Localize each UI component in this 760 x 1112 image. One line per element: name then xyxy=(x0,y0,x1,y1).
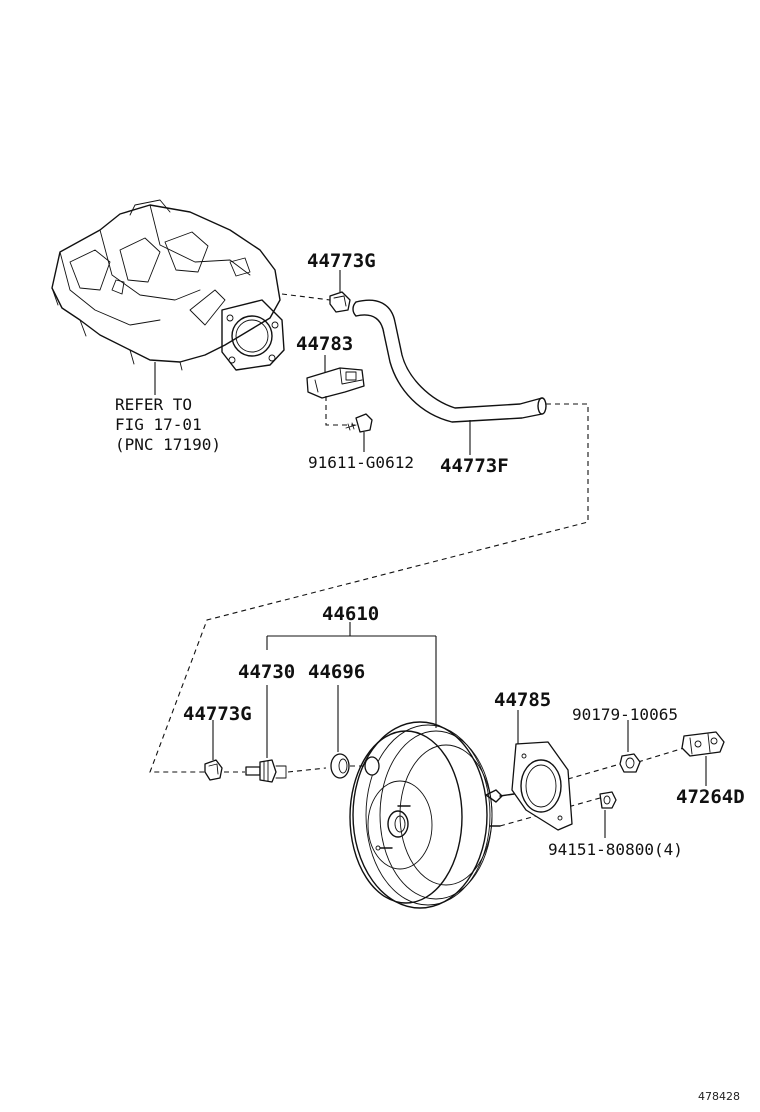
label-44730[interactable]: 44730 xyxy=(238,661,296,683)
intake-manifold-drawing xyxy=(51,199,285,371)
illustration-id: 478428 xyxy=(698,1090,740,1103)
label-44773f[interactable]: 44773F xyxy=(440,455,509,477)
refer-line2: FIG 17-01 xyxy=(115,415,202,434)
check-valve-44730-drawing xyxy=(245,759,287,783)
label-44783[interactable]: 44783 xyxy=(296,333,354,355)
connection-dash-line xyxy=(149,403,589,773)
check-valve-dash-right xyxy=(287,767,327,773)
clip-44773g-bottom-drawing xyxy=(204,759,223,781)
nut-90179-drawing xyxy=(619,753,641,773)
label-44696[interactable]: 44696 xyxy=(308,661,366,683)
label-91611[interactable]: 91611-G0612 xyxy=(308,453,414,472)
sensor-dash-line xyxy=(325,396,355,426)
clip-44773g-top-drawing xyxy=(329,291,351,313)
label-44773g-bottom[interactable]: 44773G xyxy=(183,703,252,725)
grommet-44696-drawing xyxy=(330,753,350,779)
refer-line1: REFER TO xyxy=(115,395,193,414)
label-44773g-top[interactable]: 44773G xyxy=(307,250,376,272)
bracket-dash-line xyxy=(637,747,685,763)
gasket-44785-drawing xyxy=(511,741,573,831)
hose-44773f-drawing xyxy=(352,299,547,423)
bracket-44610 xyxy=(266,622,437,728)
brake-booster-drawing xyxy=(349,721,515,909)
label-44785[interactable]: 44785 xyxy=(494,689,552,711)
sensor-44783-drawing xyxy=(306,367,365,399)
bracket-47264d-drawing xyxy=(681,731,725,757)
label-90179[interactable]: 90179-10065 xyxy=(572,705,678,724)
bolt-91611-drawing xyxy=(345,413,373,433)
nut-94151-drawing xyxy=(599,791,617,809)
label-44610[interactable]: 44610 xyxy=(322,603,380,625)
refer-line3: (PNC 17190) xyxy=(115,435,221,454)
clip-dash-line xyxy=(281,293,331,301)
label-94151[interactable]: 94151-80800(4) xyxy=(548,840,683,859)
label-47264d[interactable]: 47264D xyxy=(676,786,745,808)
